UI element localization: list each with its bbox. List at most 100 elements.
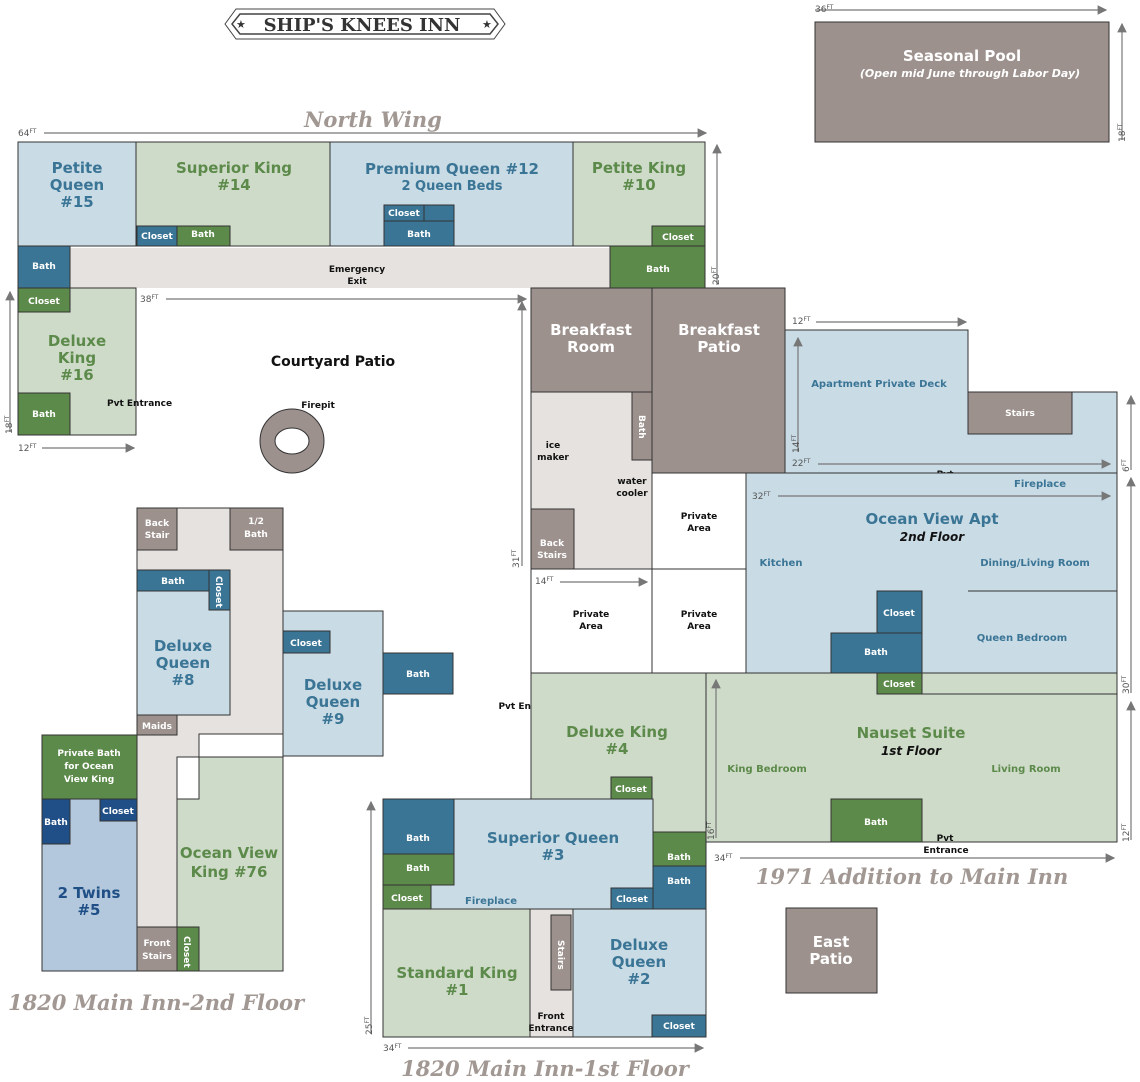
north-width-dim: 64FT (18, 128, 37, 139)
room-deluxe-king-16[interactable]: Closet Deluxe King #16 Bath (17, 287, 137, 436)
stairs-label: Stairs (1005, 409, 1035, 419)
closet-label: Closet (883, 609, 915, 619)
emergency-exit-label: Emergency (329, 265, 385, 275)
private-label: Area (579, 622, 603, 632)
star-left-icon: ★ (236, 18, 246, 31)
service-area: Bath ice maker water cooler Back Stairs (530, 391, 653, 570)
unit-ft: FT (511, 549, 518, 556)
breakfast-patio[interactable]: Breakfast Patio (651, 287, 786, 474)
ocean-view-apt[interactable]: Fireplace Ocean View Apt 2nd Floor Kitch… (745, 472, 1118, 674)
main-1st-height-dim: 25FT (364, 1016, 375, 1035)
private-width-dim: 14FT (535, 576, 554, 587)
unit-ft: FT (706, 821, 713, 828)
nauset-suite[interactable]: Closet Nauset Suite 1st Floor King Bedro… (705, 672, 1118, 843)
section-main-2nd: 1820 Main Inn-2nd Floor (8, 990, 306, 1015)
east-patio[interactable]: East Patio (785, 907, 878, 994)
fireplace-label: Fireplace (465, 896, 517, 907)
entrance-label: Entrance (923, 846, 968, 856)
room-label: #15 (60, 193, 93, 211)
room-premium-queen-12[interactable]: Premium Queen #12 2 Queen Beds Closet Ba… (329, 141, 574, 247)
front-stairs (136, 926, 178, 972)
room-label: 2 Queen Beds (401, 179, 502, 194)
room-label: Deluxe (304, 676, 362, 694)
apartment-private-deck[interactable]: Apartment Private Deck Stairs (784, 329, 1118, 474)
room-deluxe-queen-8[interactable]: Bath Closet Deluxe Queen #8 (136, 569, 231, 716)
water-cooler-label: cooler (616, 489, 648, 499)
unit-ft: FT (1121, 675, 1128, 682)
pool-note: (Open mid June through Labor Day) (860, 67, 1080, 80)
room-superior-queen-3[interactable]: Bath Bath Closet Superior Queen #3 Firep… (382, 798, 654, 910)
room-label: Superior Queen (487, 829, 619, 847)
room-label: Queen (612, 953, 666, 971)
closet-label: Closet (213, 576, 223, 608)
back-stairs-label: Back (540, 539, 565, 549)
closet-label: Closet (391, 894, 423, 904)
ice-maker-label: ice (546, 441, 561, 451)
unit-ft: FT (711, 266, 718, 273)
section-north-wing: North Wing (303, 107, 442, 132)
main-1st-width-dim: 34FT (383, 1043, 402, 1054)
room-label: Queen (156, 654, 210, 672)
private-bath-label: Private Bath (57, 749, 120, 759)
main-height-dim: 31FT (511, 549, 522, 568)
unit-ft: FT (803, 316, 810, 323)
courtyard-patio-label: Courtyard Patio (271, 354, 396, 370)
room-label: #4 (605, 740, 628, 758)
bath-label: Bath (667, 877, 691, 887)
north-height-dim: 20FT (711, 266, 722, 285)
pool-height-dim: 18FT (1117, 123, 1128, 142)
room-deluxe-queen-9[interactable]: Closet Bath Deluxe Queen #9 (282, 610, 454, 757)
room-label: Deluxe (154, 637, 212, 655)
closet-label: Closet (290, 639, 322, 649)
private-label: Area (687, 622, 711, 632)
queen-bedroom-label: Queen Bedroom (977, 633, 1067, 644)
north-corridor: Emergency Exit Bath Bath (17, 245, 706, 289)
room-label: Patio (809, 950, 852, 968)
bath-label: Bath (32, 262, 56, 272)
room-ocean-view-king-76[interactable]: Ocean View King #76 Closet (176, 756, 284, 972)
living-room-label: Living Room (991, 764, 1060, 775)
addition-height-dim: 30FT (1121, 675, 1132, 694)
room-label: Queen (306, 693, 360, 711)
closet-label: Closet (616, 895, 648, 905)
breakfast-room[interactable]: Breakfast Room (530, 287, 653, 393)
bath-label: Bath (406, 670, 430, 680)
title-banner: ★ ★ SHIP'S KNEES INN (224, 8, 506, 40)
front-stairs-label: Stairs (142, 952, 172, 962)
unit-ft: FT (763, 491, 770, 498)
room-deluxe-queen-2[interactable]: Deluxe Queen #2 Closet (572, 908, 707, 1038)
bath-label: Bath (636, 415, 646, 439)
room-superior-king-14[interactable]: Superior King #14 Closet Bath (135, 141, 331, 247)
room-label: Breakfast (550, 321, 632, 339)
room-petite-queen-15[interactable]: Petite Queen #15 (17, 141, 137, 247)
nauset-width-dim: 34FT (714, 853, 733, 864)
room-label: #9 (321, 710, 344, 728)
half-bath-label: 1/2 (248, 517, 264, 527)
bath-label: Bath (161, 577, 185, 587)
room-label: Ocean View Apt (865, 510, 998, 528)
back-stair-label: Stair (145, 531, 170, 541)
closet-label: Closet (141, 232, 173, 242)
unit-ft: FT (1121, 459, 1128, 466)
dining-label: Dining/Living Room (980, 558, 1090, 569)
back-stair-label: Back (145, 519, 170, 529)
deck2-width-dim: 22FT (792, 458, 811, 469)
kitchen-label: Kitchen (760, 558, 803, 569)
unit-ft: FT (151, 294, 158, 301)
deck-height-dim: 14FT (791, 434, 802, 453)
room-label: Nauset Suite (857, 724, 966, 742)
room-label: #1 (445, 981, 468, 999)
fireplace-label: Fireplace (1014, 479, 1066, 490)
back-stairs-label: Stairs (537, 551, 567, 561)
room-standard-king-1[interactable]: Standard King #1 (382, 908, 531, 1038)
front-entrance-label: Front (538, 1012, 566, 1022)
room-label: Petite King (592, 159, 686, 177)
deck-width-dim: 12FT (792, 316, 811, 327)
room-two-twins-5[interactable]: Private Bath for Ocean View King Bath Cl… (41, 734, 138, 972)
room-petite-king-10[interactable]: Petite King #10 Closet (572, 141, 706, 247)
seasonal-pool: 36FT Seasonal Pool (Open mid June throug… (814, 4, 1128, 143)
emergency-exit-label: Exit (347, 277, 367, 287)
pool-width-dim: 36FT (815, 4, 834, 15)
bath-label: Bath (407, 230, 431, 240)
